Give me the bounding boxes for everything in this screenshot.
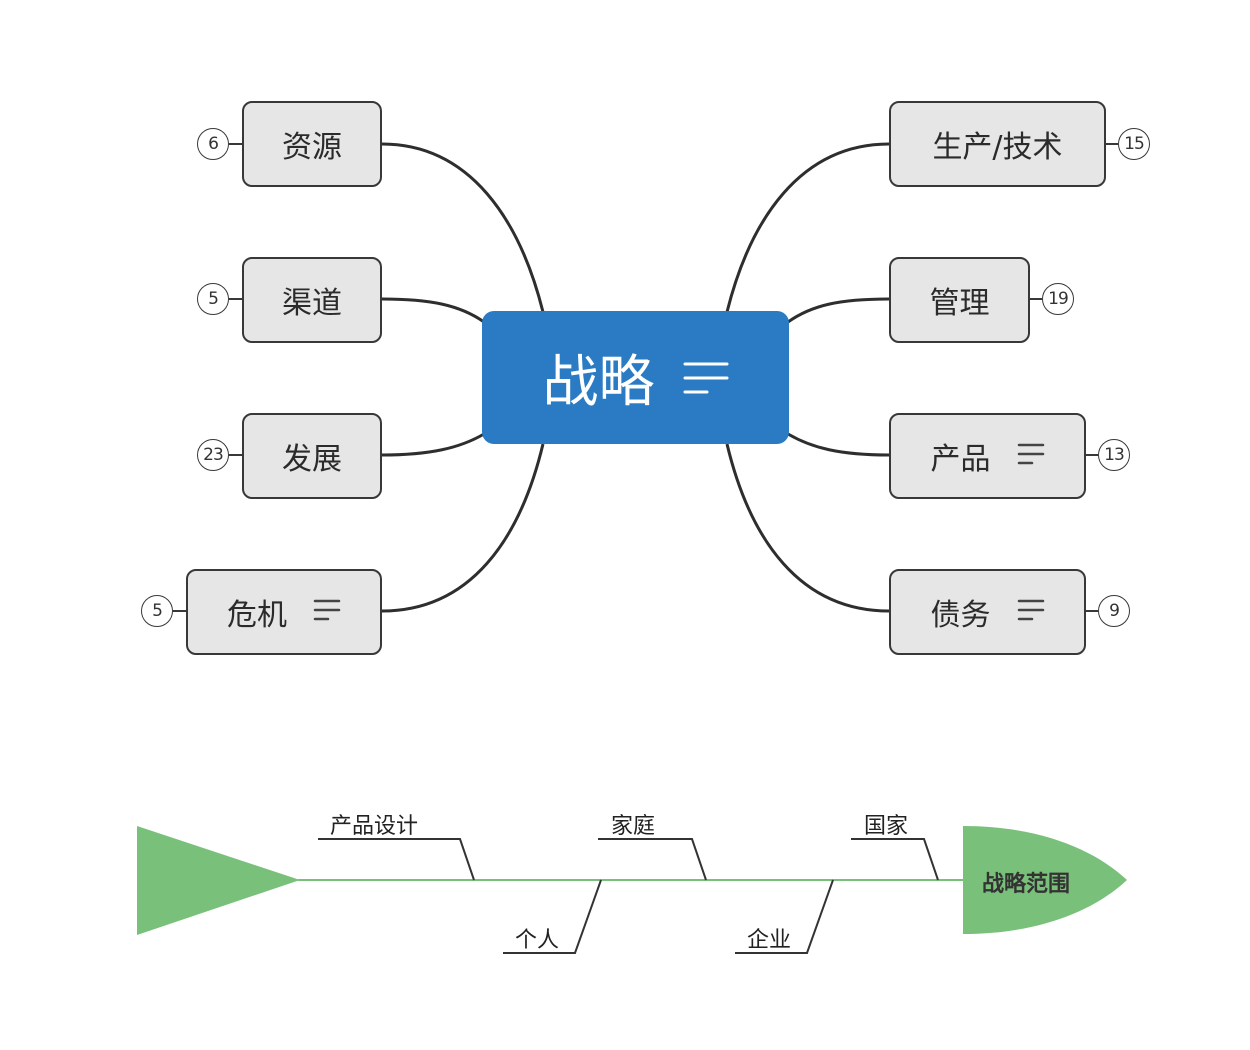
connector-left-2 bbox=[381, 297, 485, 324]
bone-bottom-2 bbox=[735, 879, 834, 954]
collapsed-count-badge[interactable]: 5 bbox=[197, 283, 229, 315]
badge-stubs bbox=[173, 143, 1118, 612]
collapsed-count-badge[interactable]: 5 bbox=[141, 595, 173, 627]
topic-right-2[interactable]: 管理 bbox=[889, 257, 1030, 343]
fish-head-label[interactable]: 战略范围 bbox=[982, 872, 1071, 897]
notes-lines-icon[interactable] bbox=[313, 595, 341, 630]
bone-bottom-1 bbox=[503, 879, 602, 954]
notes-lines-icon[interactable] bbox=[1017, 595, 1045, 630]
topic-label: 产品 bbox=[930, 442, 991, 477]
central-topic-label: 战略 bbox=[542, 350, 655, 415]
fish-head bbox=[963, 826, 1127, 934]
fishbone bbox=[137, 826, 1127, 954]
central-topic[interactable]: 战略 bbox=[482, 311, 789, 444]
connector-right-3 bbox=[787, 432, 890, 457]
topic-label: 生产/技术 bbox=[932, 130, 1063, 165]
notes-lines-icon[interactable] bbox=[1017, 439, 1045, 474]
fish-tail bbox=[137, 826, 300, 935]
collapsed-count-badge[interactable]: 9 bbox=[1098, 595, 1130, 627]
topic-label: 发展 bbox=[282, 442, 342, 477]
fish-branch-label[interactable]: 个人 bbox=[515, 928, 560, 953]
connector-right-4 bbox=[725, 443, 890, 613]
topic-left-1[interactable]: 资源 bbox=[242, 101, 382, 187]
topic-label: 债务 bbox=[930, 598, 991, 633]
collapsed-count-badge[interactable]: 15 bbox=[1118, 128, 1150, 160]
bone-top-3 bbox=[851, 838, 939, 881]
fish-bones bbox=[318, 838, 939, 954]
connector-left-1 bbox=[381, 142, 545, 313]
topic-left-2[interactable]: 渠道 bbox=[242, 257, 382, 343]
fish-branch-label[interactable]: 产品设计 bbox=[330, 814, 419, 839]
fish-branch-label[interactable]: 国家 bbox=[864, 814, 909, 839]
collapsed-count-badge[interactable]: 6 bbox=[197, 128, 229, 160]
connector-left-3 bbox=[381, 432, 485, 457]
topic-label: 危机 bbox=[227, 598, 287, 633]
topic-right-1[interactable]: 生产/技术 bbox=[889, 101, 1106, 187]
connector-right-1 bbox=[725, 142, 890, 313]
collapsed-count-badge[interactable]: 13 bbox=[1098, 439, 1130, 471]
connector-left-4 bbox=[381, 443, 545, 613]
fish-branch-label[interactable]: 家庭 bbox=[611, 814, 656, 839]
bone-top-1 bbox=[318, 838, 475, 881]
fish-branch-label[interactable]: 企业 bbox=[747, 928, 792, 953]
mindmap-connectors bbox=[381, 142, 890, 613]
notes-lines-icon[interactable] bbox=[683, 345, 729, 410]
collapsed-count-badge[interactable]: 19 bbox=[1042, 283, 1074, 315]
topic-left-3[interactable]: 发展 bbox=[242, 413, 382, 499]
connector-right-2 bbox=[787, 297, 890, 324]
bone-top-2 bbox=[598, 838, 707, 881]
topic-label: 资源 bbox=[282, 130, 342, 165]
topic-label: 渠道 bbox=[282, 286, 342, 321]
topic-left-4[interactable]: 危机 bbox=[186, 569, 382, 655]
topic-right-3[interactable]: 产品 bbox=[889, 413, 1086, 499]
topic-label: 管理 bbox=[929, 286, 990, 321]
collapsed-count-badge[interactable]: 23 bbox=[197, 439, 229, 471]
topic-right-4[interactable]: 债务 bbox=[889, 569, 1086, 655]
